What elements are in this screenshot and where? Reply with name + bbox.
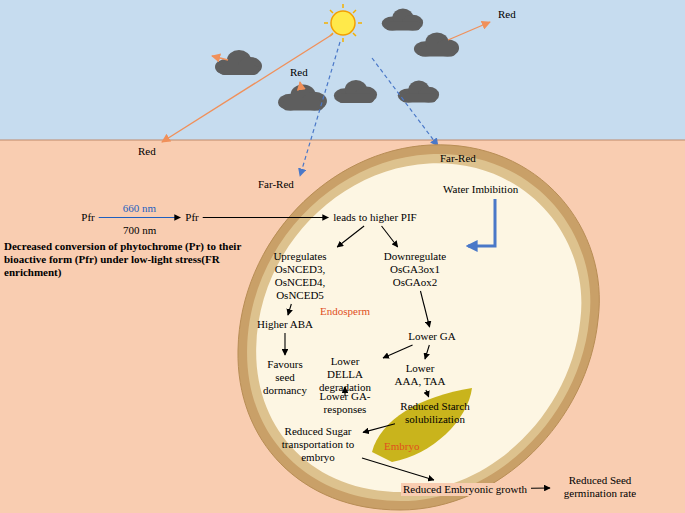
- light-label: Far-Red: [258, 178, 294, 191]
- step-text: Reduced Embryonic growth: [403, 483, 527, 496]
- step-text: Reduced Sugar transportation to embryo: [278, 425, 358, 464]
- step-text: leads to higher PIF: [333, 211, 416, 224]
- step-text: Favours seed dormancy: [258, 358, 313, 397]
- clouds: [215, 9, 459, 111]
- flow-step: Lower GA-responses: [308, 390, 382, 416]
- flow-arrow: [531, 487, 550, 488]
- light-label: Far-Red: [440, 152, 476, 165]
- flow-step: leads to higher PIF: [331, 211, 418, 224]
- seed: [238, 145, 599, 510]
- light-label: Red: [138, 145, 156, 158]
- ground-line: [0, 140, 685, 141]
- flow-step: Reduced Seed germination rate: [553, 474, 647, 500]
- flow-step: Reduced Starch solubilization: [397, 400, 473, 426]
- flow-step: Higher ABA: [255, 318, 315, 331]
- flow-step: Pfr: [183, 211, 200, 224]
- flow-step: Downregulate OsGA3ox1 OsGAox2: [376, 250, 455, 289]
- process-label: Water Imbibition: [443, 183, 518, 196]
- flow-arrow: [99, 217, 181, 218]
- flow-arrow: [383, 345, 413, 358]
- soil: [0, 140, 685, 513]
- flow-step: Reduced Sugar transportation to embryo: [276, 425, 360, 464]
- flow-arrow: [426, 390, 429, 397]
- step-text: Lower GA: [408, 330, 455, 343]
- step-text: Reduced Starch solubilization: [399, 400, 471, 426]
- step-text: Downregulate OsGA3ox1 OsGAox2: [378, 250, 453, 289]
- part-name: Embryo: [384, 440, 419, 453]
- note: Decreased conversion of phytochrome (Pr)…: [4, 240, 249, 279]
- wavelength-label: 660 nm: [123, 202, 156, 215]
- flow-step: Upregulates OsNCED3, OsNCED4, OsNCED5: [263, 250, 337, 302]
- wavelength-label: 700 nm: [123, 224, 156, 237]
- flow-step: Lower GA: [406, 330, 457, 343]
- flow-arrow: [284, 333, 285, 355]
- part-name: Endosperm: [320, 305, 370, 318]
- flow-step: Lower DELLA degradation: [310, 355, 380, 394]
- flow-step: Favours seed dormancy: [256, 358, 315, 397]
- sky: [0, 0, 685, 140]
- flow-step: Lower AAA, TAA: [391, 362, 450, 388]
- flow-arrow: [363, 424, 395, 433]
- step-text: Higher ABA: [257, 318, 313, 331]
- step-text: Pfr: [185, 211, 198, 224]
- flow-arrow: [288, 304, 291, 315]
- flow-arrow: [337, 226, 364, 247]
- flow-step: Pfr: [79, 211, 96, 224]
- flow-step: Reduced Embryonic growth: [401, 483, 529, 496]
- step-text: Upregulates OsNCED3, OsNCED4, OsNCED5: [265, 250, 335, 302]
- flow-arrow: [382, 226, 398, 247]
- flow-arrow: [420, 291, 429, 327]
- flow-arrow: [425, 345, 429, 359]
- flow-arrow: [362, 458, 434, 480]
- step-text: Lower GA-responses: [310, 390, 380, 416]
- step-text: Reduced Seed germination rate: [555, 474, 645, 500]
- step-text: Lower AAA, TAA: [393, 362, 448, 388]
- step-text: Pfr: [81, 211, 94, 224]
- light-label: Red: [290, 66, 308, 79]
- embryo-shape: [372, 388, 472, 462]
- step-text: Lower DELLA degradation: [312, 355, 378, 394]
- water-imbibition-arrow: [468, 199, 495, 246]
- red-light-rays: [162, 22, 490, 142]
- flow-arrow: [203, 217, 329, 218]
- light-label: Red: [498, 8, 516, 21]
